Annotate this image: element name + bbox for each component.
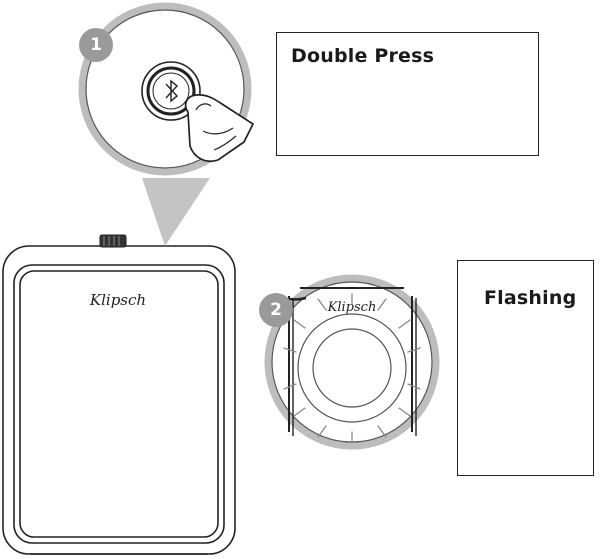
bluetooth-button [141, 61, 201, 121]
speaker-grille-outer [13, 264, 225, 544]
step-1-number: 1 [90, 35, 102, 55]
finger [184, 94, 255, 163]
callout-pointer [142, 178, 210, 246]
step-1-label-box: Double Press [276, 32, 539, 156]
step-2-number: 2 [270, 300, 282, 320]
klipsch-logo: Klipsch [89, 291, 146, 309]
bluetooth-icon [165, 79, 179, 103]
callout-circle-2 [264, 274, 440, 450]
speaker-grille [19, 270, 219, 538]
step-1-instruction: Double Press [291, 45, 435, 67]
step-1-badge: 1 [79, 28, 113, 62]
speaker-knob [99, 234, 127, 248]
indicator-ring [297, 313, 407, 423]
klipsch-logo-zoomed: Klipsch [327, 300, 377, 315]
step-2-badge: 2 [259, 293, 293, 327]
step-2-label-box: Flashing [457, 260, 594, 476]
step-2-instruction: Flashing [484, 287, 577, 309]
flash-rays [283, 293, 421, 443]
speaker [2, 245, 236, 555]
